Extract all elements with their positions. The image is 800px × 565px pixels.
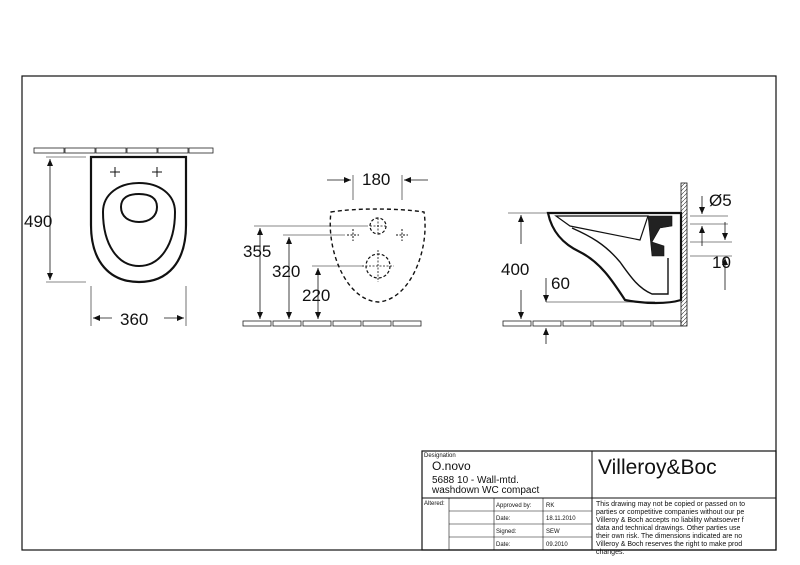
dim-220-label: 220: [302, 286, 330, 305]
brand-name: Villeroy&Boc: [598, 456, 717, 479]
fixing-mark-right: [152, 167, 162, 177]
dim-490-label: 490: [24, 212, 52, 231]
disclaimer-line: Villeroy & Boch reserves the right to ma…: [596, 541, 742, 548]
approved-value: RK: [546, 503, 554, 509]
product-desc-1: 5688 10 - Wall-mtd.: [432, 475, 519, 486]
fixing-mark-left: [110, 167, 120, 177]
designation-label: Designation: [424, 453, 456, 459]
disclaimer-line: Villeroy & Boch accepts no liability wha…: [596, 517, 744, 524]
bowl-side-outer: [546, 211, 683, 305]
date-value-2: 09.2010: [546, 542, 568, 548]
title-block: [421, 450, 777, 551]
product-desc-2: washdown WC compact: [431, 485, 539, 496]
bowl-side-inner: [554, 215, 649, 241]
dim-360-label: 360: [120, 310, 148, 329]
dim-60-label: 60: [551, 274, 570, 293]
fixing-outline-dashed: [329, 208, 426, 303]
front-view: [33, 147, 214, 326]
sheet-frame: [21, 75, 777, 551]
outlet-block: [647, 215, 673, 257]
approved-label: Approved by:: [496, 503, 532, 509]
fixing-cross-right: [396, 229, 408, 241]
floor-strip-side: [502, 320, 682, 327]
dim-320-label: 320: [272, 262, 300, 281]
disclaimer-line: changes.: [596, 549, 624, 556]
fixing-cross-left: [347, 229, 359, 241]
seat-ring: [101, 181, 177, 268]
date-label-2: Date:: [496, 542, 511, 548]
disclaimer-line: their own risk. The dimensions indicated…: [596, 533, 742, 540]
floor-strip-fixing: [242, 320, 422, 327]
disclaimer-line: This drawing may not be copied or passed…: [596, 501, 745, 508]
disclaimer-line: data and technical drawings. Other parti…: [596, 525, 740, 532]
disclaimer-line: parties or competitive companies without…: [596, 509, 744, 516]
disclaimer: This drawing may not be copied or passed…: [596, 501, 745, 556]
bowl-outline: [89, 155, 188, 284]
side-view: [502, 182, 732, 344]
dim-180-label: 180: [362, 170, 390, 189]
dim-400-label: 400: [501, 260, 529, 279]
date-value-1: 18.11.2010: [546, 516, 576, 522]
product-name: O.novo: [432, 459, 471, 473]
altered-label: Altered:: [424, 501, 445, 507]
signed-value: SEW: [546, 529, 560, 535]
wall-strip-front: [33, 147, 214, 154]
inner-pan: [119, 192, 159, 224]
dim-355-label: 355: [243, 242, 271, 261]
fixing-view: [242, 175, 428, 327]
dim-d5-label: Ø5: [709, 191, 732, 210]
date-label-1: Date:: [496, 516, 511, 522]
dim-10-label: 10: [712, 253, 731, 272]
signed-label: Signed:: [496, 529, 517, 535]
